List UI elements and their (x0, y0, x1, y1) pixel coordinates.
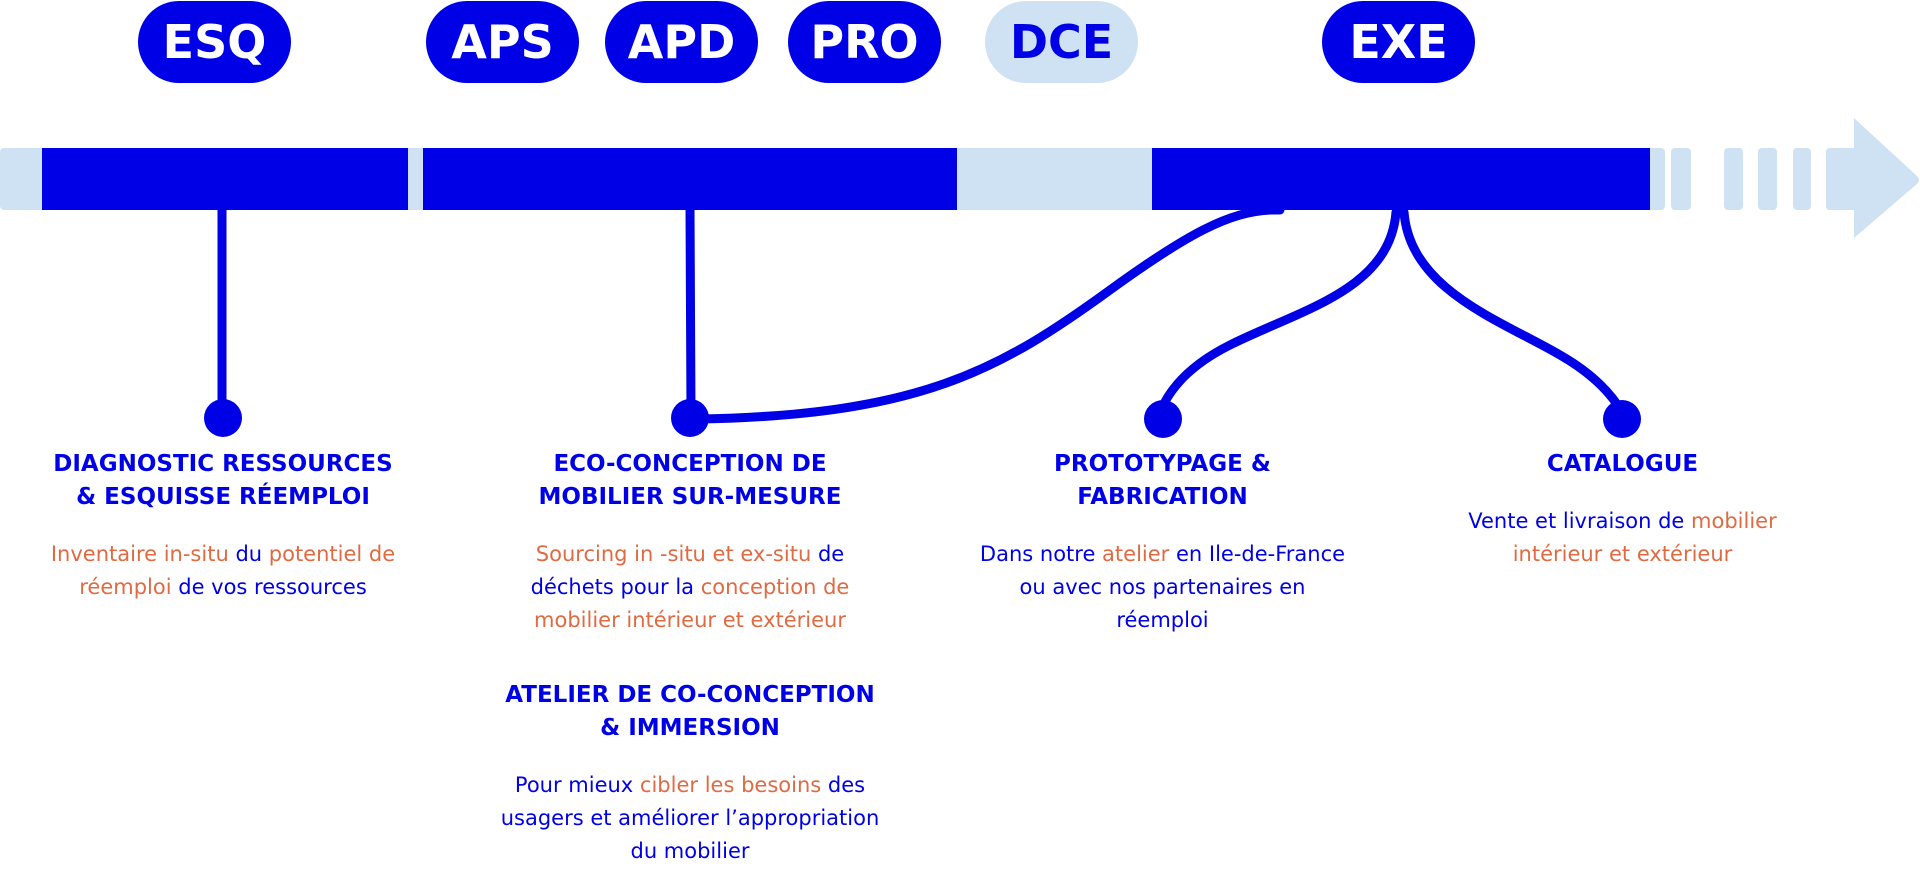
step-description: Sourcing in -situ et ex-situ de déchets … (490, 538, 890, 637)
description-text: Pour mieux (514, 773, 640, 797)
arrow-right-icon (1826, 118, 1919, 238)
step-title: ECO-CONCEPTION DE MOBILIER SUR-MESURE (538, 451, 842, 510)
step-title: PROTOTYPAGE & FABRICATION (1054, 451, 1271, 510)
phase-label: APS (451, 15, 554, 69)
node-dot-eco-conception (671, 399, 709, 437)
description-text: de vos ressources (178, 575, 367, 599)
step-description: Dans notre atelier en Ile-de-France ou a… (960, 538, 1365, 637)
timeline-tail-segment (1671, 148, 1691, 210)
phase-pill-exe: EXE (1322, 1, 1475, 83)
step-title: CATALOGUE (1546, 451, 1699, 477)
step-title: ATELIER DE CO-CONCEPTION & IMMERSION (505, 682, 875, 741)
phase-pill-dce: DCE (985, 1, 1138, 83)
connector-eco-conception (685, 203, 696, 420)
node-dot-catalogue (1603, 400, 1641, 438)
step-eco-conception: ECO-CONCEPTION DE MOBILIER SUR-MESURE So… (490, 448, 890, 637)
highlighted-text: Inventaire in-situ (50, 542, 236, 566)
phase-pill-pro: PRO (788, 1, 941, 83)
step-title: DIAGNOSTIC RESSOURCES & ESQUISSE RÉEMPLO… (53, 451, 393, 510)
node-dot-diagnostic (204, 399, 242, 437)
connector-exe-to-eco (695, 205, 1285, 424)
step-description: Vente et livraison de mobilier intérieur… (1440, 505, 1805, 571)
connector-catalogue (1399, 207, 1627, 417)
description-text: des usagers et améliorer l’appropriation… (500, 773, 880, 863)
step-description: Pour mieux cibler les besoins des usager… (480, 769, 900, 868)
phase-pill-esq: ESQ (138, 1, 291, 83)
timeline-segment-exe (1152, 148, 1650, 210)
timeline-segment-esq (42, 148, 408, 210)
timeline-tail-segment (1793, 148, 1811, 210)
timeline-tail-segment (1758, 148, 1777, 210)
step-atelier: ATELIER DE CO-CONCEPTION & IMMERSION Pou… (480, 679, 900, 868)
highlighted-text: conception de mobilier intérieur et exté… (534, 575, 850, 632)
step-description: Inventaire in-situ du potentiel de réemp… (23, 538, 423, 604)
highlighted-text: potentiel de réemploi (79, 542, 396, 599)
highlighted-text: atelier (1102, 542, 1176, 566)
phase-pill-apd: APD (605, 1, 758, 83)
step-catalogue: CATALOGUE Vente et livraison de mobilier… (1440, 448, 1805, 571)
node-dot-prototypage (1144, 400, 1182, 438)
description-text: du (235, 542, 269, 566)
phase-label: EXE (1349, 15, 1448, 69)
description-text: de déchets pour la (530, 542, 845, 599)
description-text: Dans notre (979, 542, 1103, 566)
timeline-segment-aps-pro (423, 148, 957, 210)
highlighted-text: mobilier intérieur et extérieur (1512, 509, 1777, 566)
highlighted-text: Sourcing in -situ et ex-situ (535, 542, 818, 566)
phase-label: ESQ (162, 15, 267, 69)
phase-label: APD (627, 15, 736, 69)
phase-label: PRO (810, 15, 919, 69)
connector-prototypage (1155, 207, 1401, 417)
step-prototypage: PROTOTYPAGE & FABRICATION Dans notre ate… (960, 448, 1365, 637)
highlighted-text: cibler les besoins (639, 773, 828, 797)
description-text: Vente et livraison de (1468, 509, 1692, 533)
phase-pill-aps: APS (426, 1, 579, 83)
phase-label: DCE (1009, 15, 1114, 69)
timeline-tail-segment (1724, 148, 1743, 210)
step-diagnostic: DIAGNOSTIC RESSOURCES & ESQUISSE RÉEMPLO… (23, 448, 423, 604)
description-text: en Ile-de-France ou avec nos partenaires… (1019, 542, 1346, 632)
